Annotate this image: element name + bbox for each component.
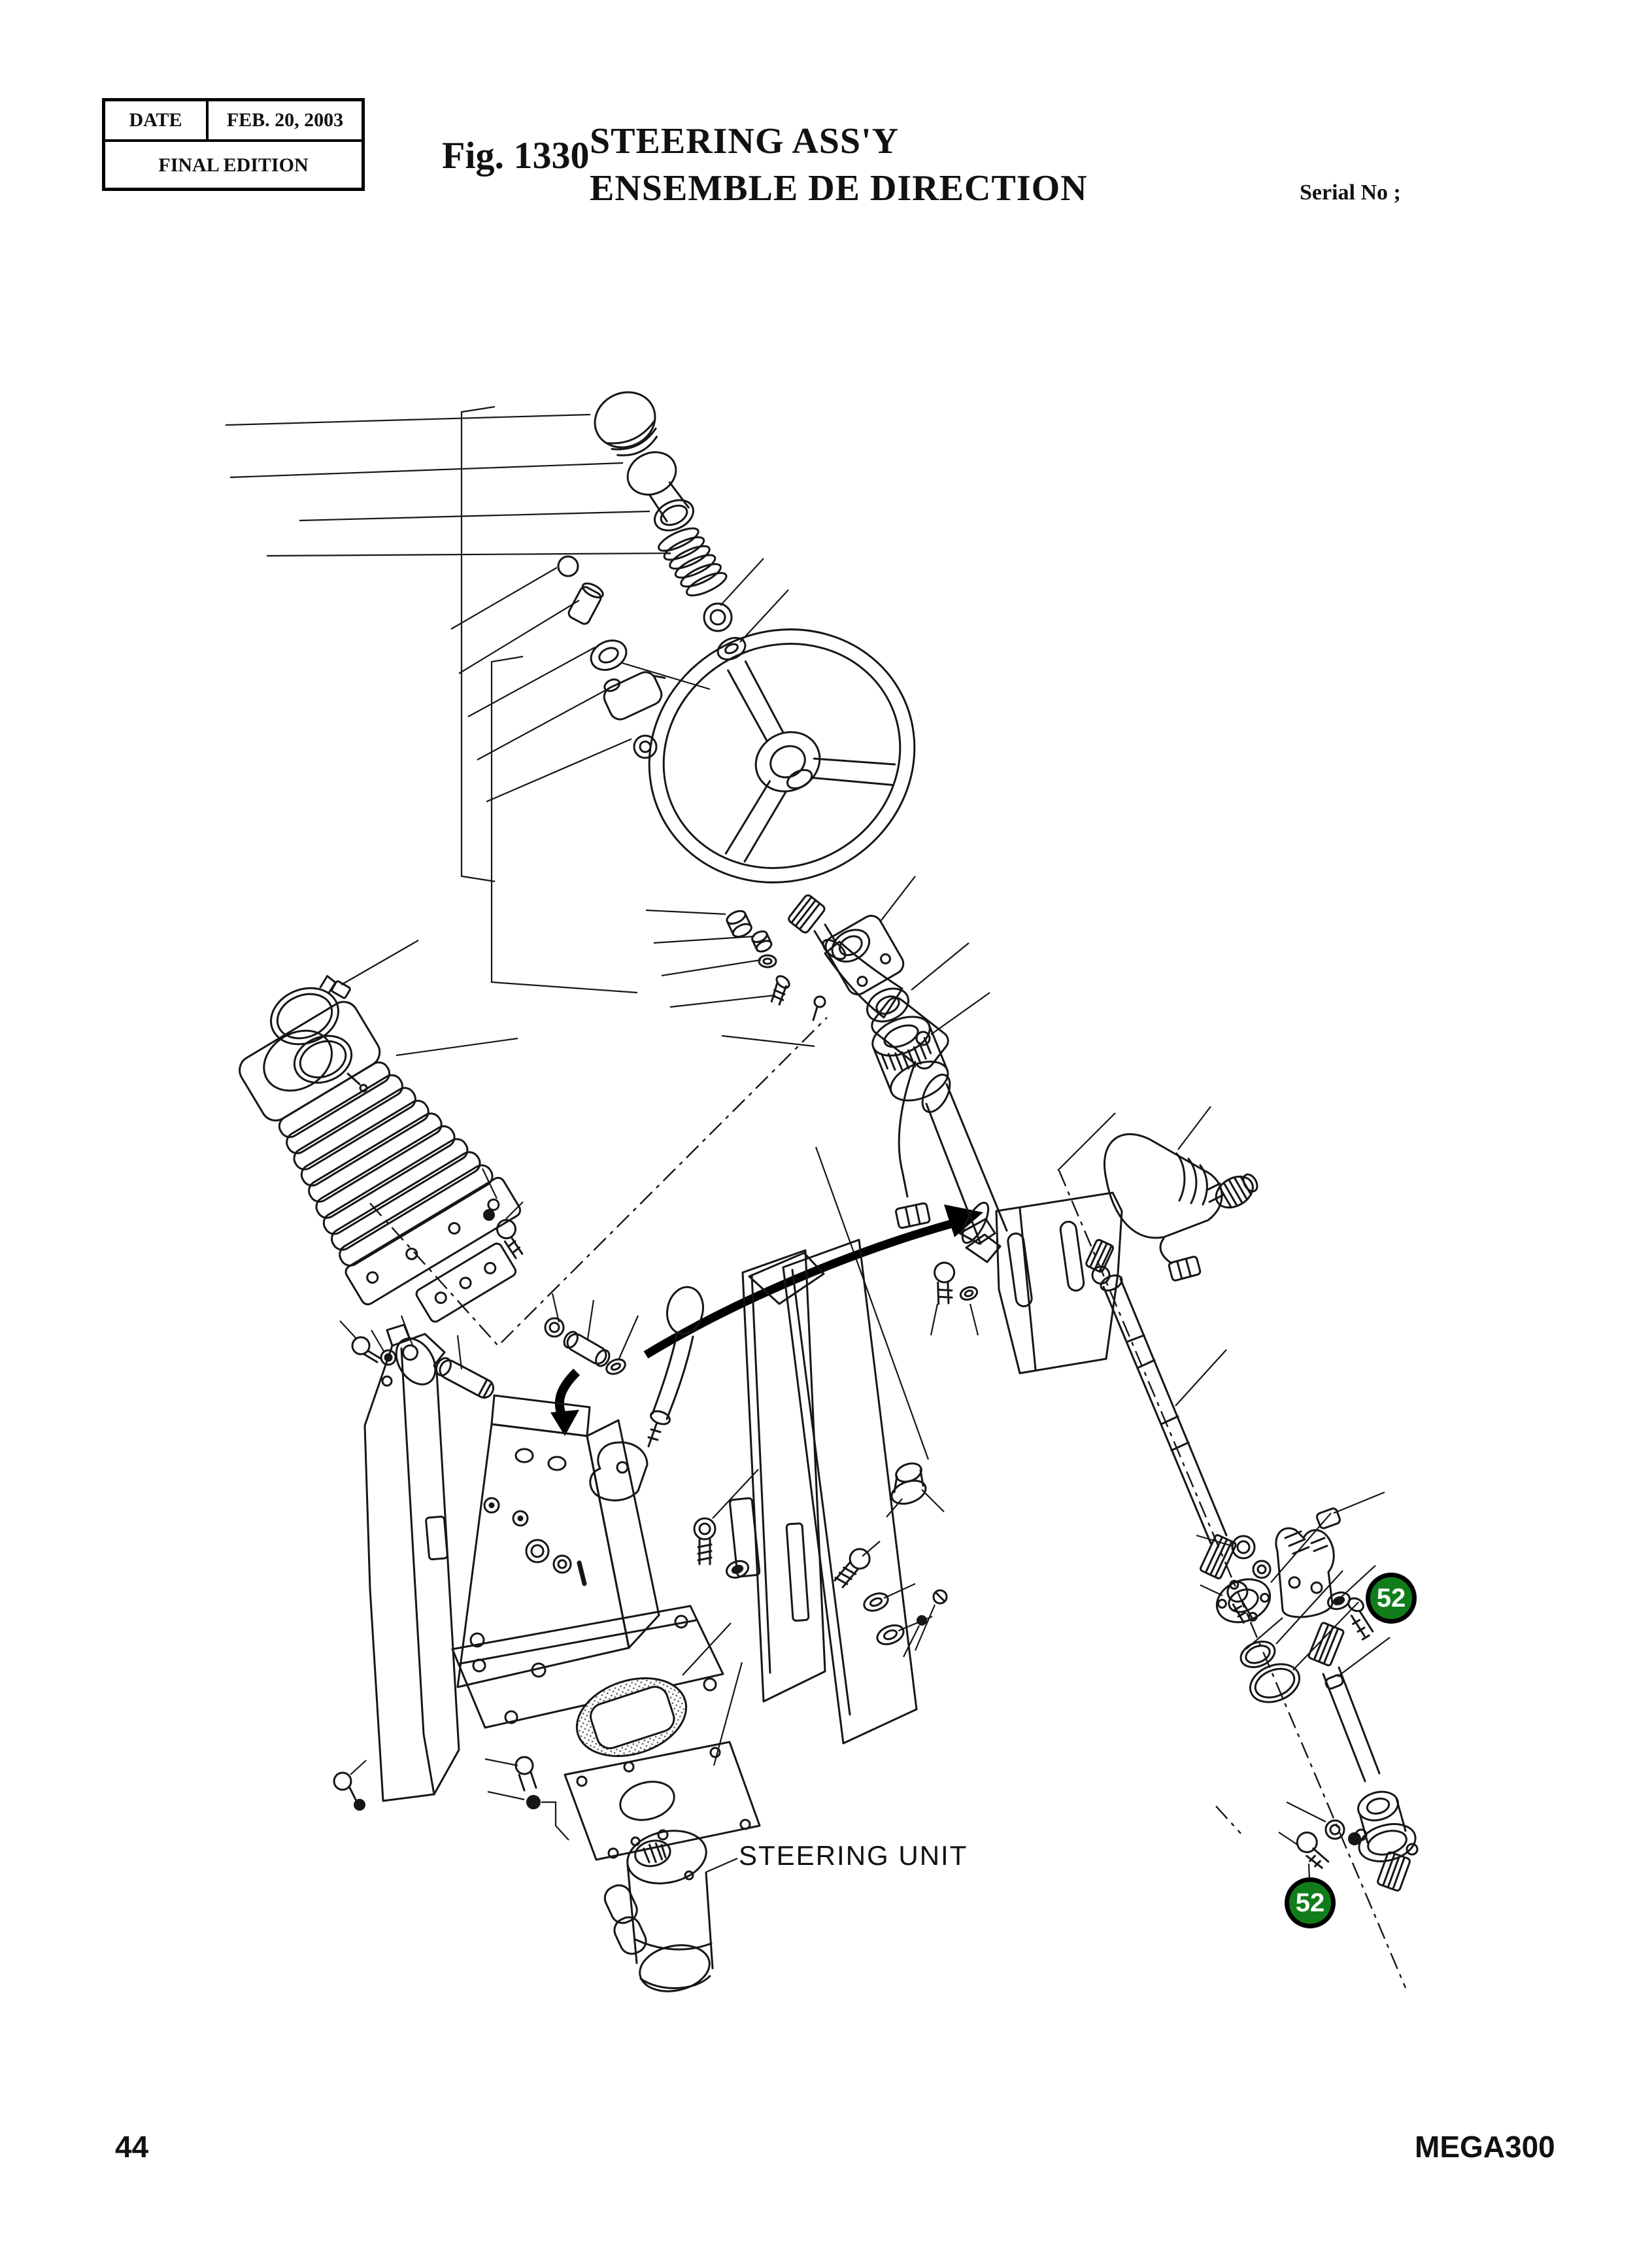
date-value: FEB. 20, 2003 [226,109,344,131]
part-callout-badge: 52 [1285,1877,1336,1928]
steering-column-drawing [921,1073,1123,1375]
steering-unit-drawing [603,1830,714,1992]
horn-cap-parts-drawing [594,391,747,660]
page-title-fr: ENSEMBLE DE DIRECTION [590,168,1088,209]
control-lever-drawing [1103,1133,1258,1282]
part-callout-badge: 52 [1366,1573,1417,1624]
steering-unit-label: STEERING UNIT [739,1840,968,1871]
assembly-arrows [550,1204,983,1436]
mount-plate-drawing [514,1741,761,1861]
pedestal-fasteners-drawing [351,1317,905,1645]
wheel-fastener-parts-drawing [726,910,790,1006]
part-callout-value: 52 [1295,1888,1325,1917]
combination-switch-drawing [788,894,949,1229]
gasket-drawing [575,1677,688,1758]
lower-coupling-drawing [1296,1790,1419,1892]
contact-parts-drawing [557,555,666,759]
leader-lines [225,405,1391,1881]
steering-shaft-drawing [1085,1238,1344,1703]
page-number: 44 [115,2130,149,2164]
page-title-en: STEERING ASS'Y [590,121,900,162]
revision-table: DATE FEB. 20, 2003 FINAL EDITION [102,98,365,191]
steering-boot-drawing [239,975,524,1323]
floor-panels-drawing [729,1238,979,1745]
universal-joint-drawing [1226,1507,1381,1783]
edition-label: FINAL EDITION [158,154,309,176]
serial-no-label: Serial No ; [1300,180,1401,205]
steering-wheel-drawing [648,628,916,883]
date-label: DATE [105,101,209,139]
support-bracket-drawing [333,1323,460,1811]
centerlines [369,1017,1407,1989]
pedestal-drawing [451,1394,724,1729]
figure-number: Fig. 1330 [442,134,590,177]
part-callout-value: 52 [1376,1583,1406,1613]
tilt-lever-drawing [589,1286,704,1502]
model-name: MEGA300 [1415,2130,1555,2164]
